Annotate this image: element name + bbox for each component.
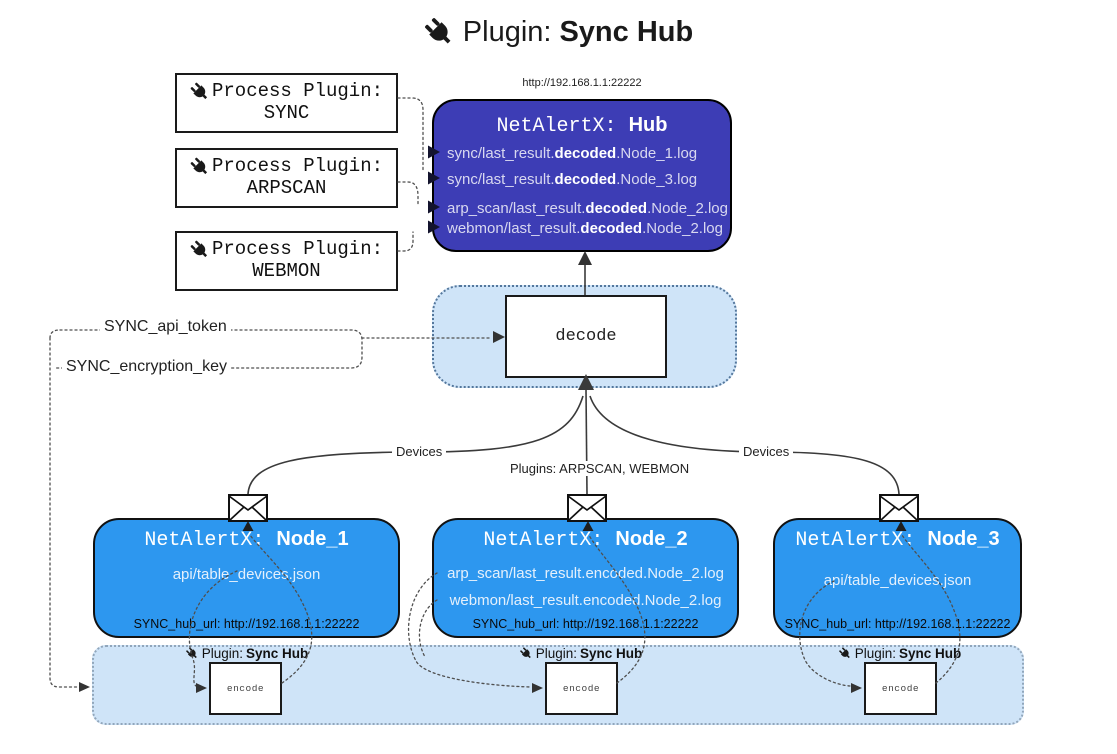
node-hub-url: SYNC_hub_url: http://192.168.1.1:22222 <box>784 617 1011 631</box>
process-plugin-label: Process Plugin: <box>211 155 384 177</box>
plug-icon <box>839 647 850 659</box>
process-plugin-name: ARPSCAN <box>246 177 327 199</box>
node-title: NetAlertX: Node_2 <box>483 528 688 552</box>
node-file: webmon/last_result.encoded.Node_2.log <box>449 592 722 609</box>
node-3-box: NetAlertX: Node_3 api/table_devices.json… <box>773 518 1022 638</box>
plug-icon <box>186 647 197 659</box>
plug-icon <box>190 82 208 99</box>
plugins-mid-label: Plugins: ARPSCAN, WEBMON <box>506 461 694 476</box>
process-plugin-name: SYNC <box>263 102 310 124</box>
hub-log-line: sync/last_result.decoded.Node_3.log <box>447 171 698 188</box>
process-plugin-label: Process Plugin: <box>211 238 384 260</box>
title-name: Sync Hub <box>559 16 694 48</box>
plug-icon <box>190 157 208 174</box>
node-file: arp_scan/last_result.encoded.Node_2.log <box>447 565 724 582</box>
encode-box: encode <box>864 662 937 715</box>
process-plugin-arpscan: Process Plugin: ARPSCAN <box>175 148 398 208</box>
process-plugin-webmon: Process Plugin: WEBMON <box>175 231 398 291</box>
node-2-box: NetAlertX: Node_2 arp_scan/last_result.e… <box>432 518 739 638</box>
process-plugin-label: Process Plugin: <box>211 80 384 102</box>
hub-url: http://192.168.1.1:22222 <box>522 77 642 89</box>
encoder-label: Plugin: Sync Hub <box>186 646 308 661</box>
encode-box: encode <box>209 662 282 715</box>
process-plugin-name: WEBMON <box>252 260 321 282</box>
node-hub-url: SYNC_hub_url: http://192.168.1.1:22222 <box>472 617 699 631</box>
process-plugin-sync: Process Plugin: SYNC <box>175 73 398 133</box>
node-1-box: NetAlertX: Node_1 api/table_devices.json… <box>93 518 400 638</box>
devices-left-label: Devices <box>392 444 447 459</box>
sync-encryption-key-label: SYNC_encryption_key <box>62 358 231 376</box>
encoder-label: Plugin: Sync Hub <box>520 646 642 661</box>
hub-log-line: sync/last_result.decoded.Node_1.log <box>447 145 698 162</box>
hub-box: NetAlertX: Hub sync/last_result.decoded.… <box>432 99 732 252</box>
page-title: Plugin: Sync Hub <box>0 16 1117 49</box>
node-file: api/table_devices.json <box>823 572 972 589</box>
plug-icon <box>520 647 531 659</box>
node-hub-url: SYNC_hub_url: http://192.168.1.1:22222 <box>133 617 360 631</box>
node-title: NetAlertX: Node_1 <box>144 528 349 552</box>
decode-box: decode <box>505 295 667 378</box>
hub-log-line: arp_scan/last_result.decoded.Node_2.log <box>447 200 728 217</box>
encode-box: encode <box>545 662 618 715</box>
sync-api-token-label: SYNC_api_token <box>100 318 231 336</box>
title-prefix: Plugin: <box>462 16 552 48</box>
hub-log-line: webmon/last_result.decoded.Node_2.log <box>447 220 723 237</box>
node-file: api/table_devices.json <box>172 566 321 583</box>
node-title: NetAlertX: Node_3 <box>795 528 1000 552</box>
plug-icon <box>424 18 451 44</box>
hub-title: NetAlertX: Hub <box>496 114 668 138</box>
encoder-label: Plugin: Sync Hub <box>839 646 961 661</box>
plug-icon <box>190 240 208 257</box>
devices-right-label: Devices <box>739 444 794 459</box>
